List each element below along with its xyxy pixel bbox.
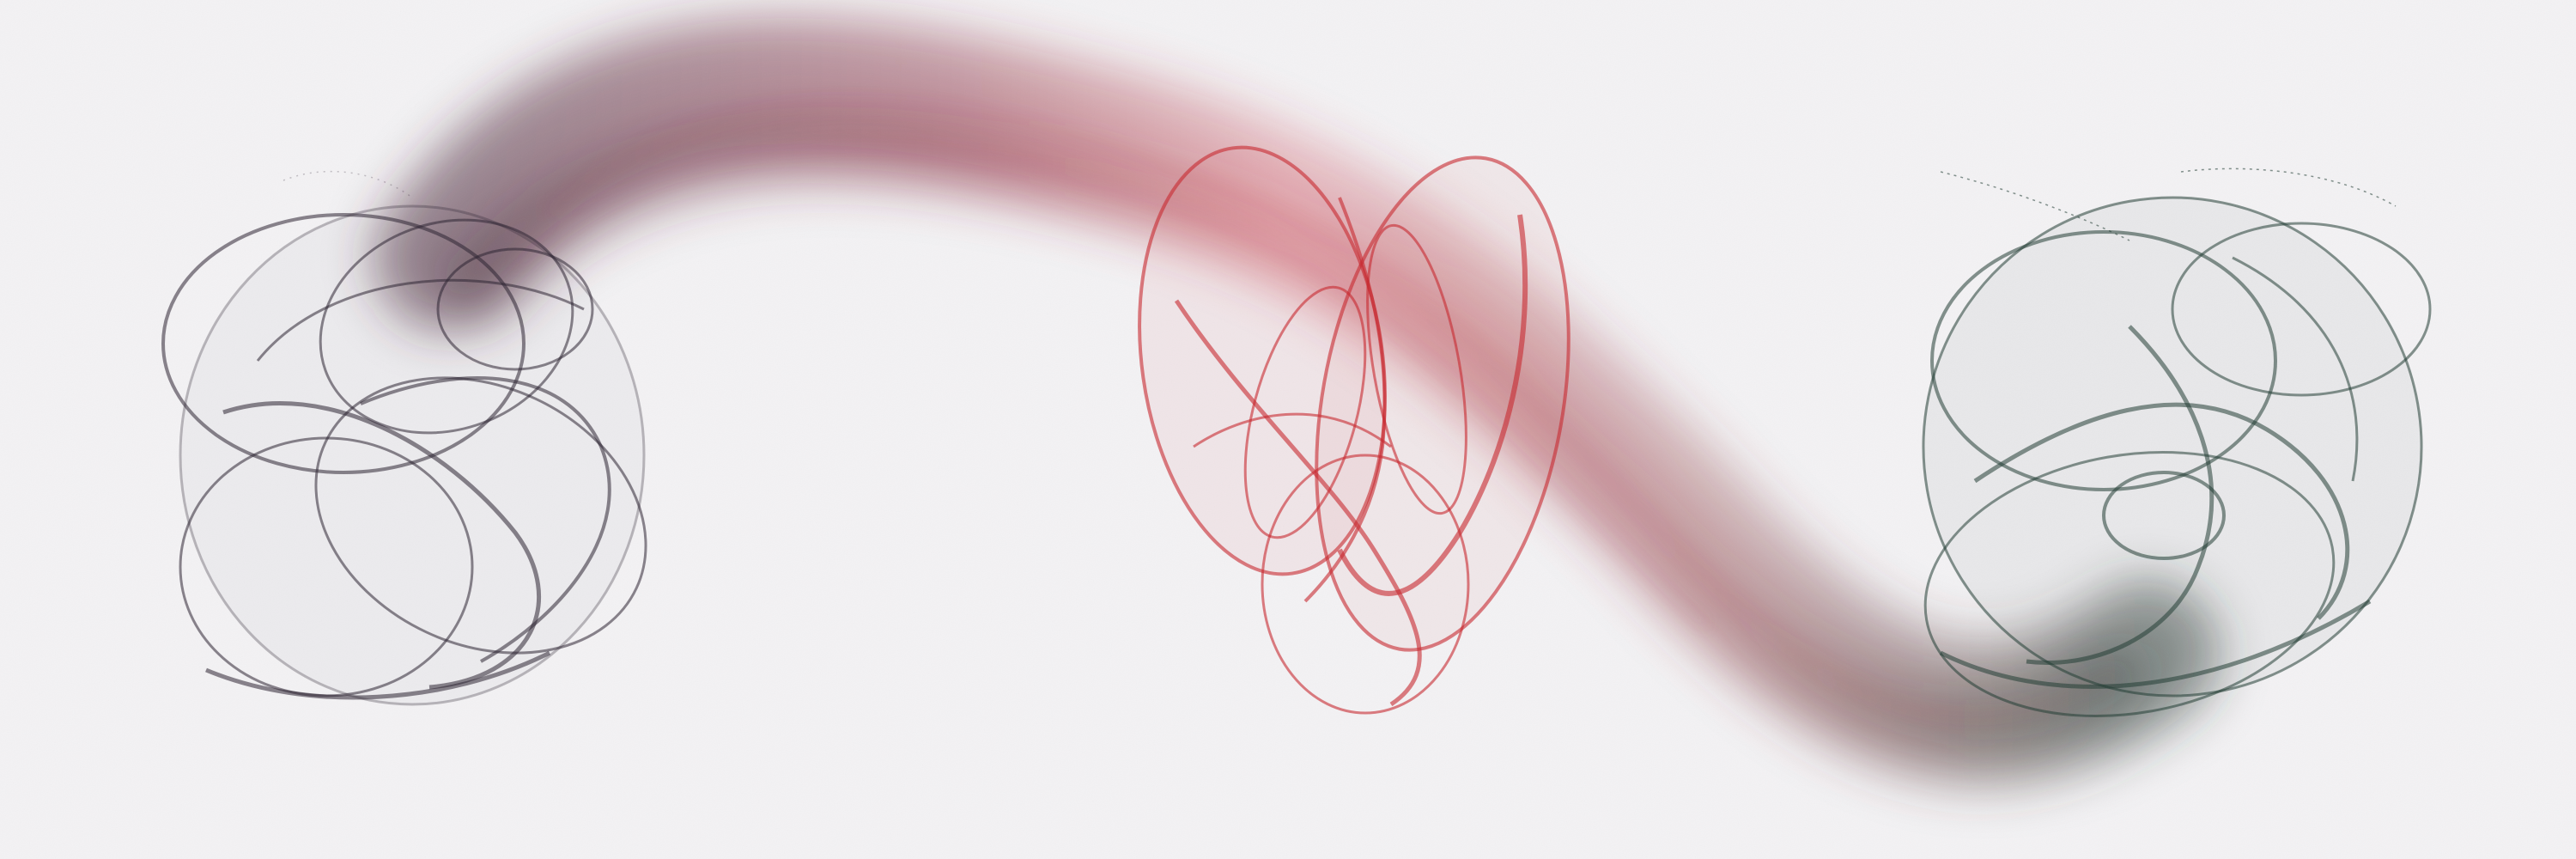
artwork-canvas [0, 0, 2576, 859]
attractor-artwork [0, 0, 2576, 859]
grain-overlay [0, 0, 2576, 859]
